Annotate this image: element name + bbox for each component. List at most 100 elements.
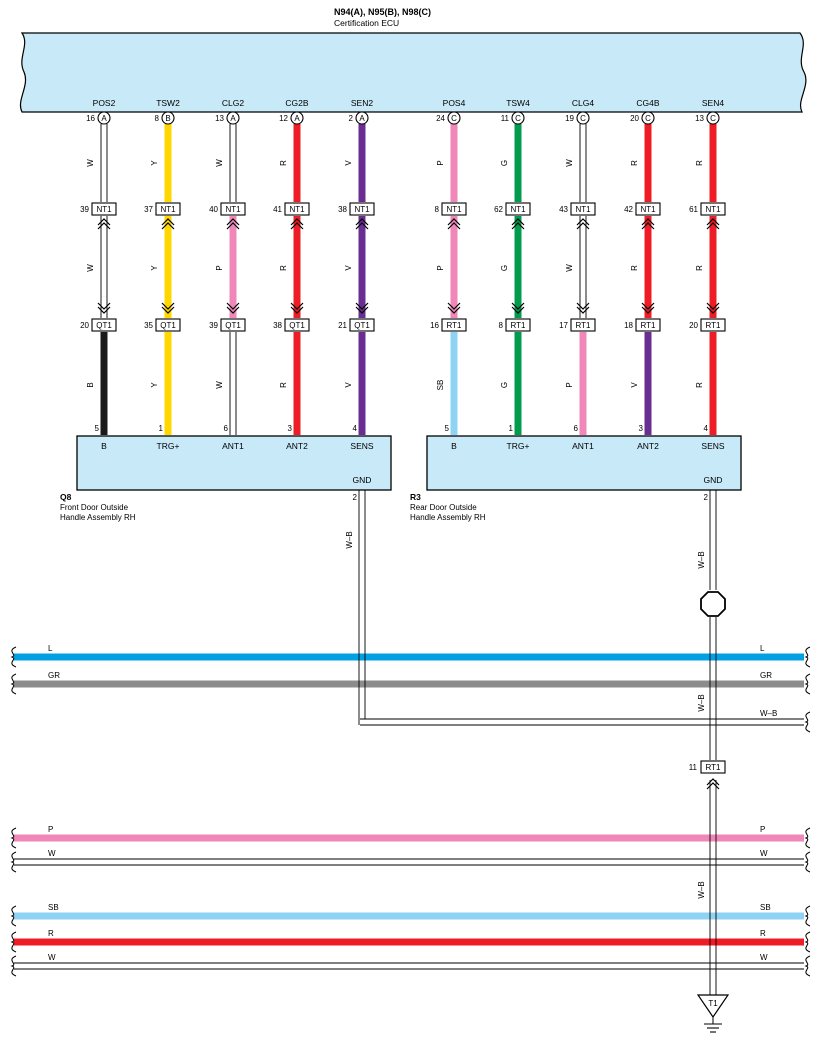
- nt-connector-label: NT1: [225, 205, 241, 214]
- nt-connector-label: NT1: [160, 205, 176, 214]
- wire-color-3: V: [344, 382, 353, 388]
- ecu-title: N94(A), N95(B), N98(C): [334, 7, 431, 17]
- wire-color-3: R: [279, 382, 288, 388]
- chevron-up-icon-a: [97, 222, 111, 230]
- qt-connector-label: RT1: [641, 321, 657, 330]
- chevron-down-icon-b: [355, 306, 369, 314]
- qt-connector-label: QT1: [160, 321, 176, 330]
- bus-break-left: [10, 827, 17, 849]
- chevron-down-icon-a: [161, 302, 175, 310]
- chevron-down-icon-a: [576, 302, 590, 310]
- qt-connector-box: [505, 318, 531, 332]
- nt-connector-box: [570, 202, 596, 216]
- wire-color-1: G: [500, 160, 509, 166]
- nt-connector-pin: 41: [273, 205, 282, 214]
- chevron-up-icon-b: [447, 218, 461, 226]
- qt-connector-box: [155, 318, 181, 332]
- nt-connector-box: [700, 202, 726, 216]
- wire-color-1: R: [695, 160, 704, 166]
- nt-connector-label: NT1: [640, 205, 656, 214]
- nt-connector-box: [505, 202, 531, 216]
- wire-color-1: W: [86, 159, 95, 167]
- nt-connector-pin: 61: [689, 205, 698, 214]
- chevron-down-icon-b: [641, 306, 655, 314]
- connector-terminal: [355, 111, 369, 125]
- chevron-down-icon-a: [290, 302, 304, 310]
- wire-color-1: W: [215, 159, 224, 167]
- ecu-pin-name: SEN2: [351, 98, 373, 108]
- connector-terminal: [97, 111, 111, 125]
- bus-label-right: W: [760, 953, 768, 962]
- wire-color-3: SB: [436, 380, 445, 391]
- wire-color-3: P: [565, 382, 574, 387]
- bus-label-right: P: [760, 825, 765, 834]
- ecu-pin-number: 13: [215, 114, 224, 123]
- bus-break-right: [804, 851, 811, 873]
- connector-letter: B: [165, 114, 170, 123]
- q8-ground-path: W–B: [345, 490, 366, 725]
- qt-connector-pin: 17: [559, 321, 568, 330]
- wire-color-3: V: [630, 382, 639, 388]
- nt-connector-label: NT1: [446, 205, 462, 214]
- device-pin-label: ANT2: [286, 441, 308, 451]
- device-pin-number: 3: [288, 424, 293, 433]
- qt-connector-pin: 8: [499, 321, 504, 330]
- gnd-wire-label-3: W–B: [697, 881, 706, 898]
- wire-color-3: G: [500, 382, 509, 388]
- bus-2: W–B: [360, 709, 811, 733]
- rt1-pin: 11: [689, 763, 698, 772]
- device-pin-number: 6: [574, 424, 579, 433]
- ecu-pin-number: 12: [279, 114, 288, 123]
- qt-connector-pin: 20: [80, 321, 89, 330]
- chevron-down-icon-a: [97, 302, 111, 310]
- connector-letter: C: [645, 114, 651, 123]
- wire-color-2: P: [436, 265, 445, 270]
- wire-color-2: R: [695, 265, 704, 271]
- bus-break-right: [804, 931, 811, 953]
- device-pin-number: 4: [704, 424, 709, 433]
- device-pin-label: TRG+: [157, 441, 180, 451]
- q8-gnd-wire-label: W–B: [345, 531, 354, 548]
- qt-connector-pin: 18: [624, 321, 633, 330]
- connector-letter: A: [359, 114, 365, 123]
- rt1-connector-label: RT1: [706, 763, 722, 772]
- connector-terminal: [226, 111, 240, 125]
- nt-connector-box: [155, 202, 181, 216]
- qt-connector-box: [91, 318, 117, 332]
- chevron-down-icon-b: [511, 306, 525, 314]
- ecu-pin-number: 24: [436, 114, 445, 123]
- qt-connector-box: [284, 318, 310, 332]
- chevron-up-icon-b: [226, 218, 240, 226]
- wire-color-2: G: [500, 265, 509, 271]
- qt-connector-pin: 38: [273, 321, 282, 330]
- connector-terminal: [290, 111, 304, 125]
- ecu-pin-number: 2: [349, 114, 354, 123]
- bus-label-right: L: [760, 644, 765, 653]
- chevron-up-icon-a: [226, 222, 240, 230]
- chevron-up-icon-b: [97, 218, 111, 226]
- chevron-up-icon-a: [706, 222, 720, 230]
- chevron-down-icon-b: [290, 306, 304, 314]
- device-code: R3: [410, 492, 421, 502]
- qt-connector-pin: 20: [689, 321, 698, 330]
- chevron-down-icon-a: [355, 302, 369, 310]
- bus-break-right: [804, 827, 811, 849]
- wire-color-3: Y: [150, 382, 159, 388]
- wire-color-2: Y: [150, 265, 159, 271]
- chevron-up-icon-b: [706, 218, 720, 226]
- ground-point-icon: [696, 994, 730, 1019]
- chevron-up-icon-a: [290, 222, 304, 230]
- wire-color-1: P: [436, 160, 445, 165]
- chevron-up-icon-a: [641, 222, 655, 230]
- wire-color-1: W: [565, 159, 574, 167]
- chevron-down-icon-b: [447, 306, 461, 314]
- chevron-up-icon-a: [447, 222, 461, 230]
- device-pin-label: TRG+: [507, 441, 530, 451]
- nt-connector-label: NT1: [289, 205, 305, 214]
